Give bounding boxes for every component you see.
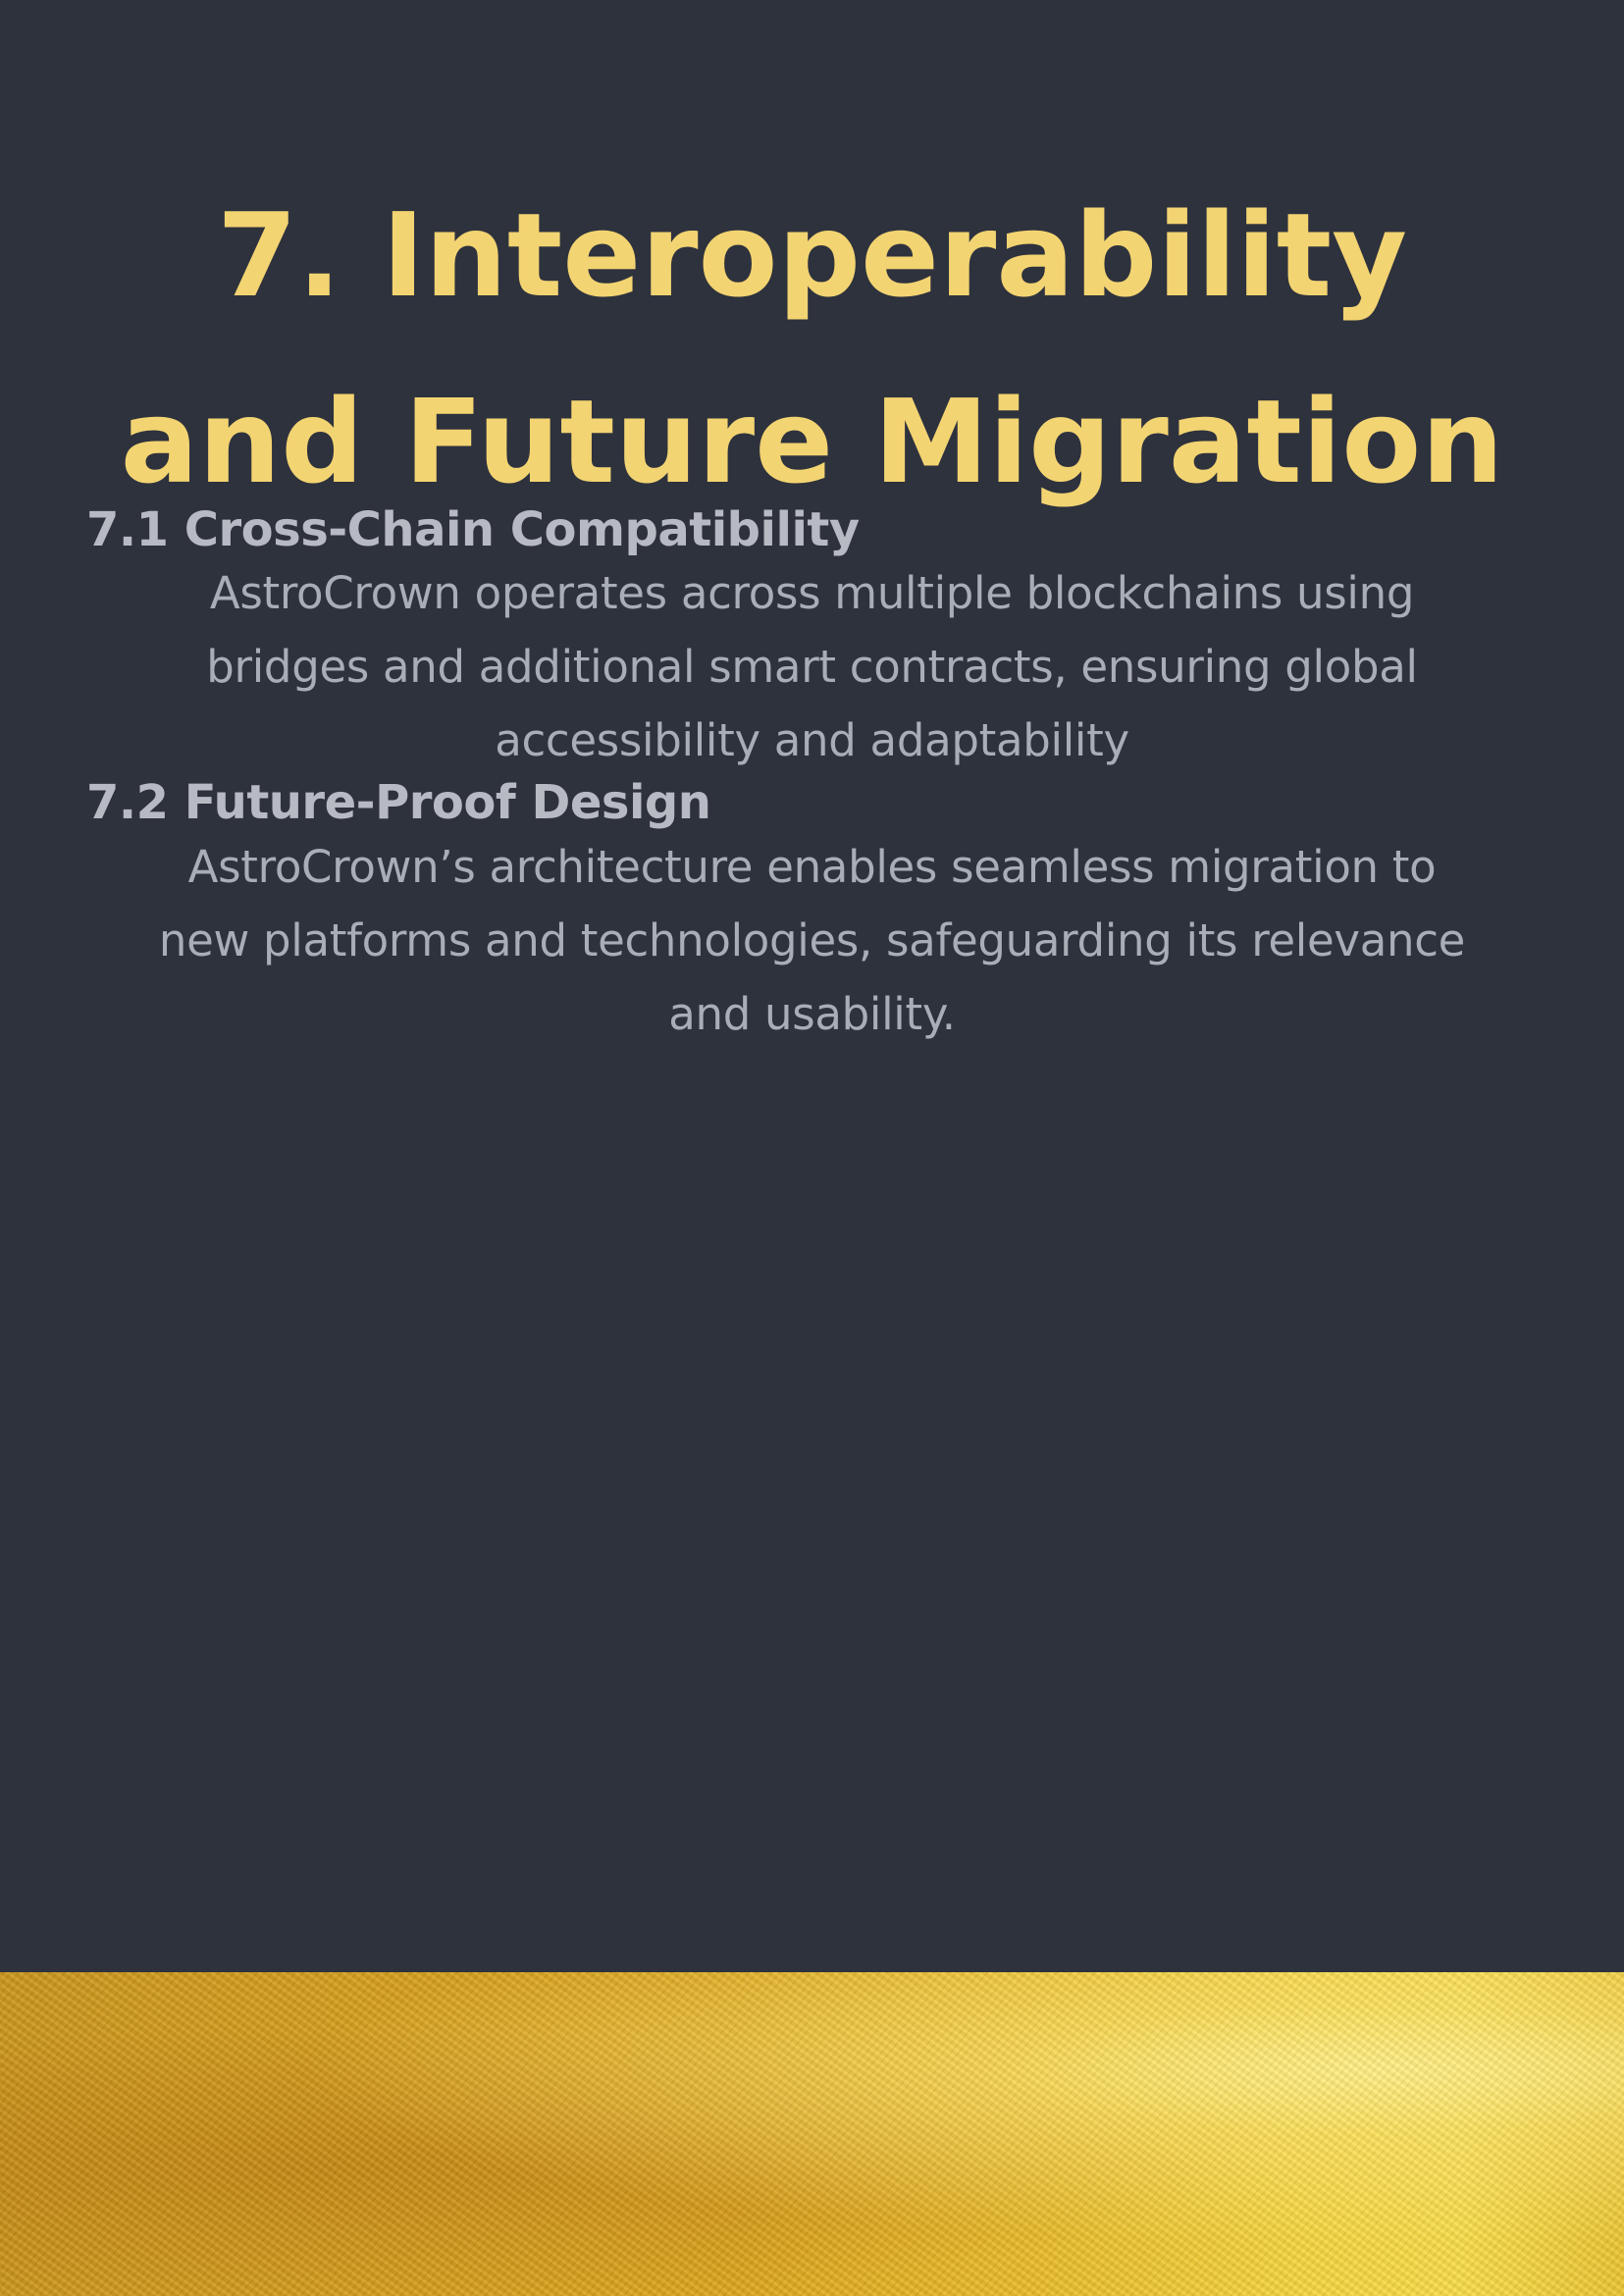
section-heading-future-proof: 7.2 Future-Proof Design <box>86 775 711 830</box>
page-title-line-2: and Future Migration <box>120 374 1504 509</box>
section-heading-cross-chain: 7.1 Cross-Chain Compatibility <box>86 502 860 557</box>
section-body-cross-chain: AstroCrown operates across multiple bloc… <box>206 567 1418 766</box>
section-body-future-proof: AstroCrown’s architecture enables seamle… <box>158 841 1466 1040</box>
gold-foil-footer-band <box>0 1972 1624 2296</box>
page-title-line-1: 7. Interoperability <box>216 187 1408 323</box>
page-title: 7. Interoperability and Future Migration <box>0 162 1624 535</box>
